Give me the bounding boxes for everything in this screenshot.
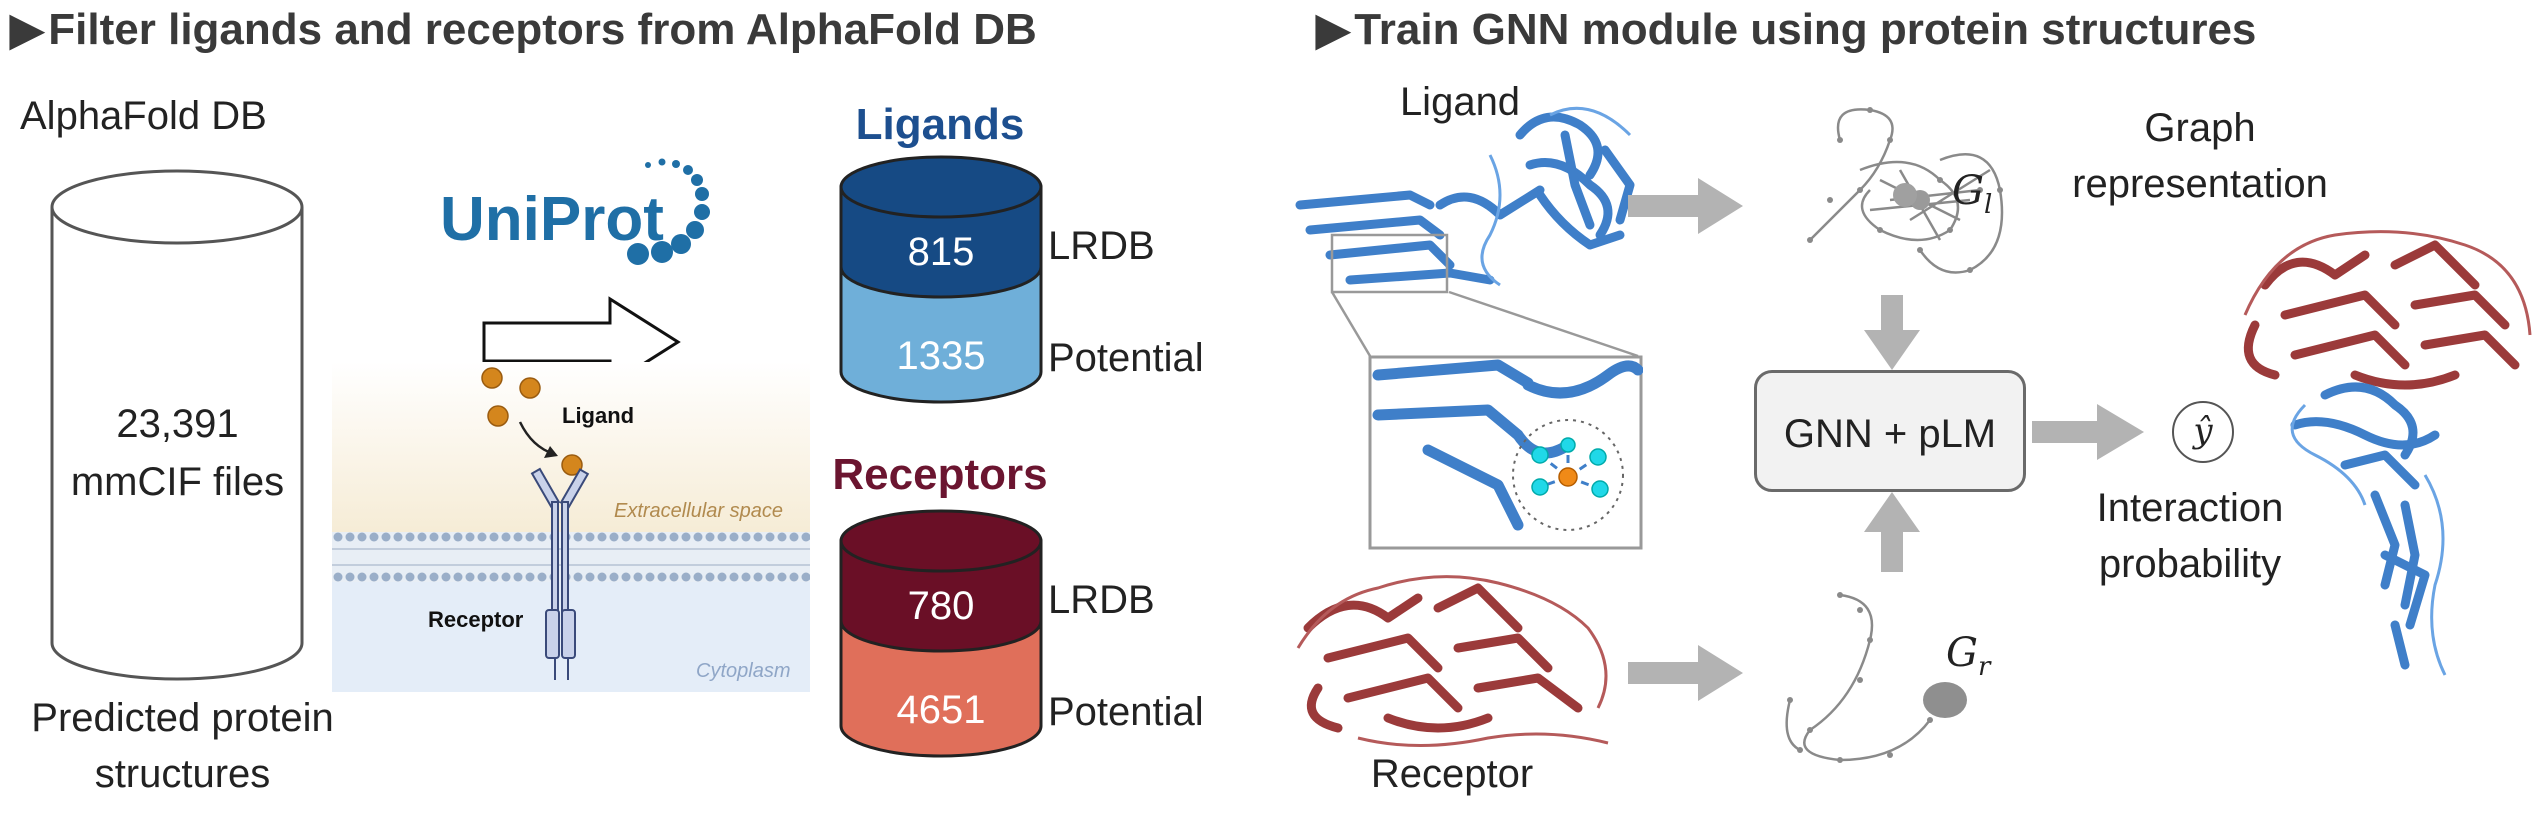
ligand-graph-icon <box>1807 107 2004 274</box>
right-heading-text: Train GNN module using protein structure… <box>1354 5 2257 54</box>
ligands-lrdb-count: 815 <box>907 230 975 274</box>
receptor-graph-symbol: Gr <box>1946 630 1990 682</box>
alphafold-cylinder-icon <box>50 169 304 681</box>
receptors-potential-count: 4651 <box>896 688 986 732</box>
gnn-plm-box: GNN + pLM <box>1754 370 2026 492</box>
predicted-structures-line1: Predicted protein <box>31 696 334 740</box>
files-unit: mmCIF files <box>70 460 285 504</box>
zoom-inset <box>1368 355 1643 550</box>
interaction-line1: Interaction <box>2096 486 2284 530</box>
receptors-lrdb-count: 780 <box>907 584 975 628</box>
receptors-lrdb-label: LRDB <box>1048 578 1155 622</box>
ligands-title: Ligands <box>855 100 1025 149</box>
receptor-graph-sub: r <box>1977 652 1991 682</box>
uniprot-logo: UniProt <box>400 140 730 290</box>
ligands-potential-label: Potential <box>1048 336 1204 380</box>
ligand-graph-symbol: Gl <box>1952 168 1992 220</box>
graph-representation-line2: representation <box>2072 162 2328 206</box>
receptors-database-icon <box>839 509 1043 758</box>
interaction-line2: probability <box>2098 542 2282 586</box>
ligand-graph-g: G <box>1952 168 1984 214</box>
complex-structure-icon <box>2243 230 2532 676</box>
left-section-heading: ▶ Filter ligands and receptors from Alph… <box>10 8 1037 52</box>
receptors-potential-label: Potential <box>1048 690 1204 734</box>
zoom-lines <box>1330 290 1639 358</box>
membrane-illustration <box>332 362 811 692</box>
extracellular-label: Extracellular space <box>614 500 783 522</box>
ligands-potential-count: 1335 <box>896 334 986 378</box>
arrow-up-to-gnn-icon <box>1864 492 1920 572</box>
arrow-ligand-to-graph-icon <box>1628 178 1743 234</box>
ligand-graph-sub: l <box>1983 190 1993 220</box>
output-yhat-circle: ŷ <box>2172 401 2234 463</box>
ligands-lrdb-label: LRDB <box>1048 224 1155 268</box>
receptors-title: Receptors <box>832 450 1048 499</box>
ligands-database-icon <box>839 155 1043 404</box>
graph-representation-line1: Graph <box>2144 106 2256 150</box>
y-hat-symbol: ŷ <box>2193 411 2213 451</box>
arrow-down-to-gnn-icon <box>1864 295 1920 370</box>
play-triangle-icon: ▶ <box>1316 5 1350 54</box>
receptor-graph-icon <box>1785 592 1967 763</box>
receptor-structure-icon <box>1296 575 1609 747</box>
receptor-small-label: Receptor <box>428 607 524 632</box>
arrow-gnn-to-output-icon <box>2032 404 2144 460</box>
cytoplasm-label: Cytoplasm <box>696 660 791 682</box>
receptor-graph-g: G <box>1946 630 1978 676</box>
ligand-structure-icon <box>1295 106 1635 294</box>
right-section-heading: ▶ Train GNN module using protein structu… <box>1316 8 2256 52</box>
receptor-label: Receptor <box>1370 752 1534 796</box>
alphafold-db-label: AlphaFold DB <box>20 94 267 138</box>
ligand-label: Ligand <box>1399 80 1521 124</box>
play-triangle-icon: ▶ <box>10 5 44 54</box>
uniprot-logo-text: UniProt <box>440 185 664 254</box>
arrow-receptor-to-graph-icon <box>1628 645 1743 701</box>
left-heading-text: Filter ligands and receptors from AlphaF… <box>48 5 1037 54</box>
predicted-structures-line2: structures <box>94 752 271 796</box>
ligand-small-label: Ligand <box>562 403 635 428</box>
files-count: 23,391 <box>116 402 239 446</box>
